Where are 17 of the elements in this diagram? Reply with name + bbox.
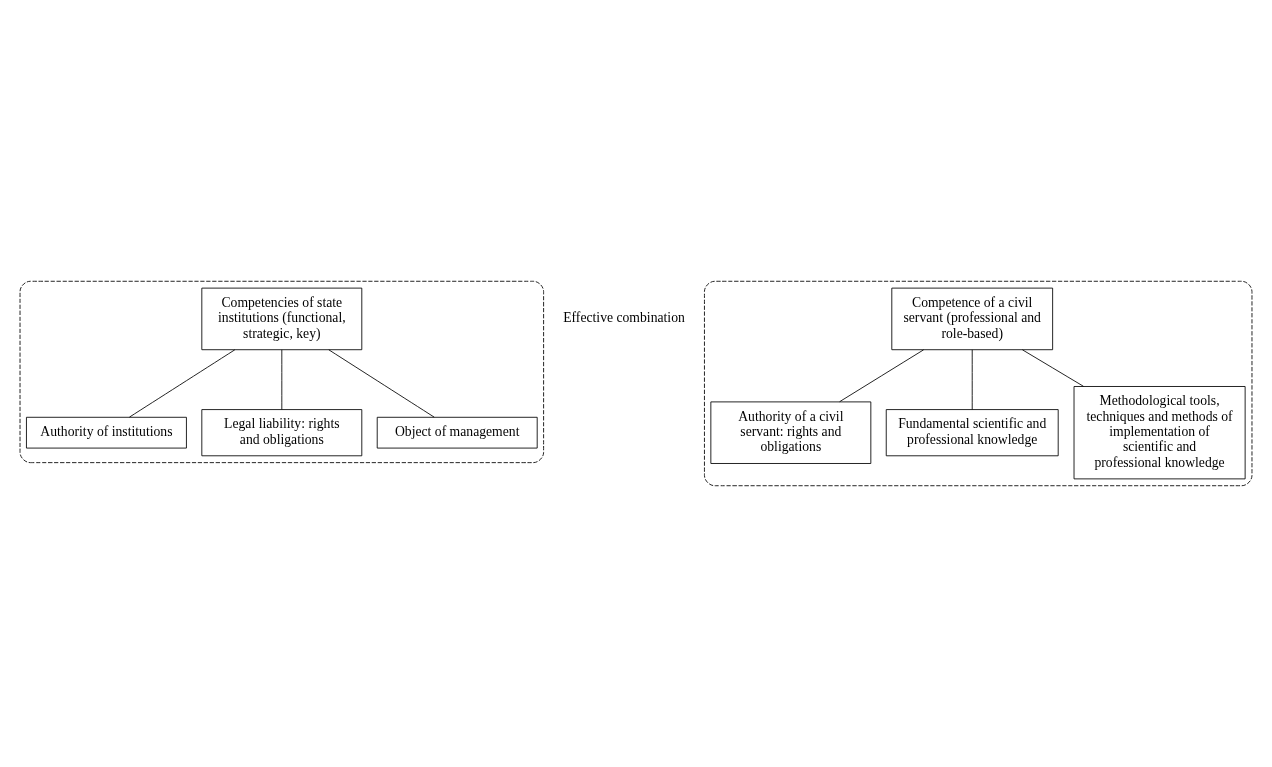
connector	[281, 349, 283, 410]
node-box: Authority of institutions	[26, 416, 187, 449]
node-box: Methodological tools, techniques and methods of implementation of scientific and professional knowledge	[1073, 386, 1246, 480]
node-box: Fundamental scientific and professional knowledge	[885, 409, 1059, 457]
connector	[328, 349, 435, 418]
connector	[971, 349, 973, 410]
node-box: Competence of a civil servant (professional and role-based)	[891, 287, 1054, 351]
node-box: Authority of a civil servant: rights and obligations	[710, 401, 872, 464]
connector	[129, 349, 236, 418]
cluster	[19, 280, 545, 464]
connector	[1022, 349, 1084, 387]
node-box: Competencies of state institutions (functional, strategic, key)	[201, 287, 363, 351]
cluster	[704, 280, 1253, 487]
node-box: Legal liability: rights and obligations	[201, 409, 363, 457]
connector	[839, 349, 925, 403]
node-box: Object of management	[376, 416, 538, 449]
label: Effective combination	[563, 310, 685, 326]
